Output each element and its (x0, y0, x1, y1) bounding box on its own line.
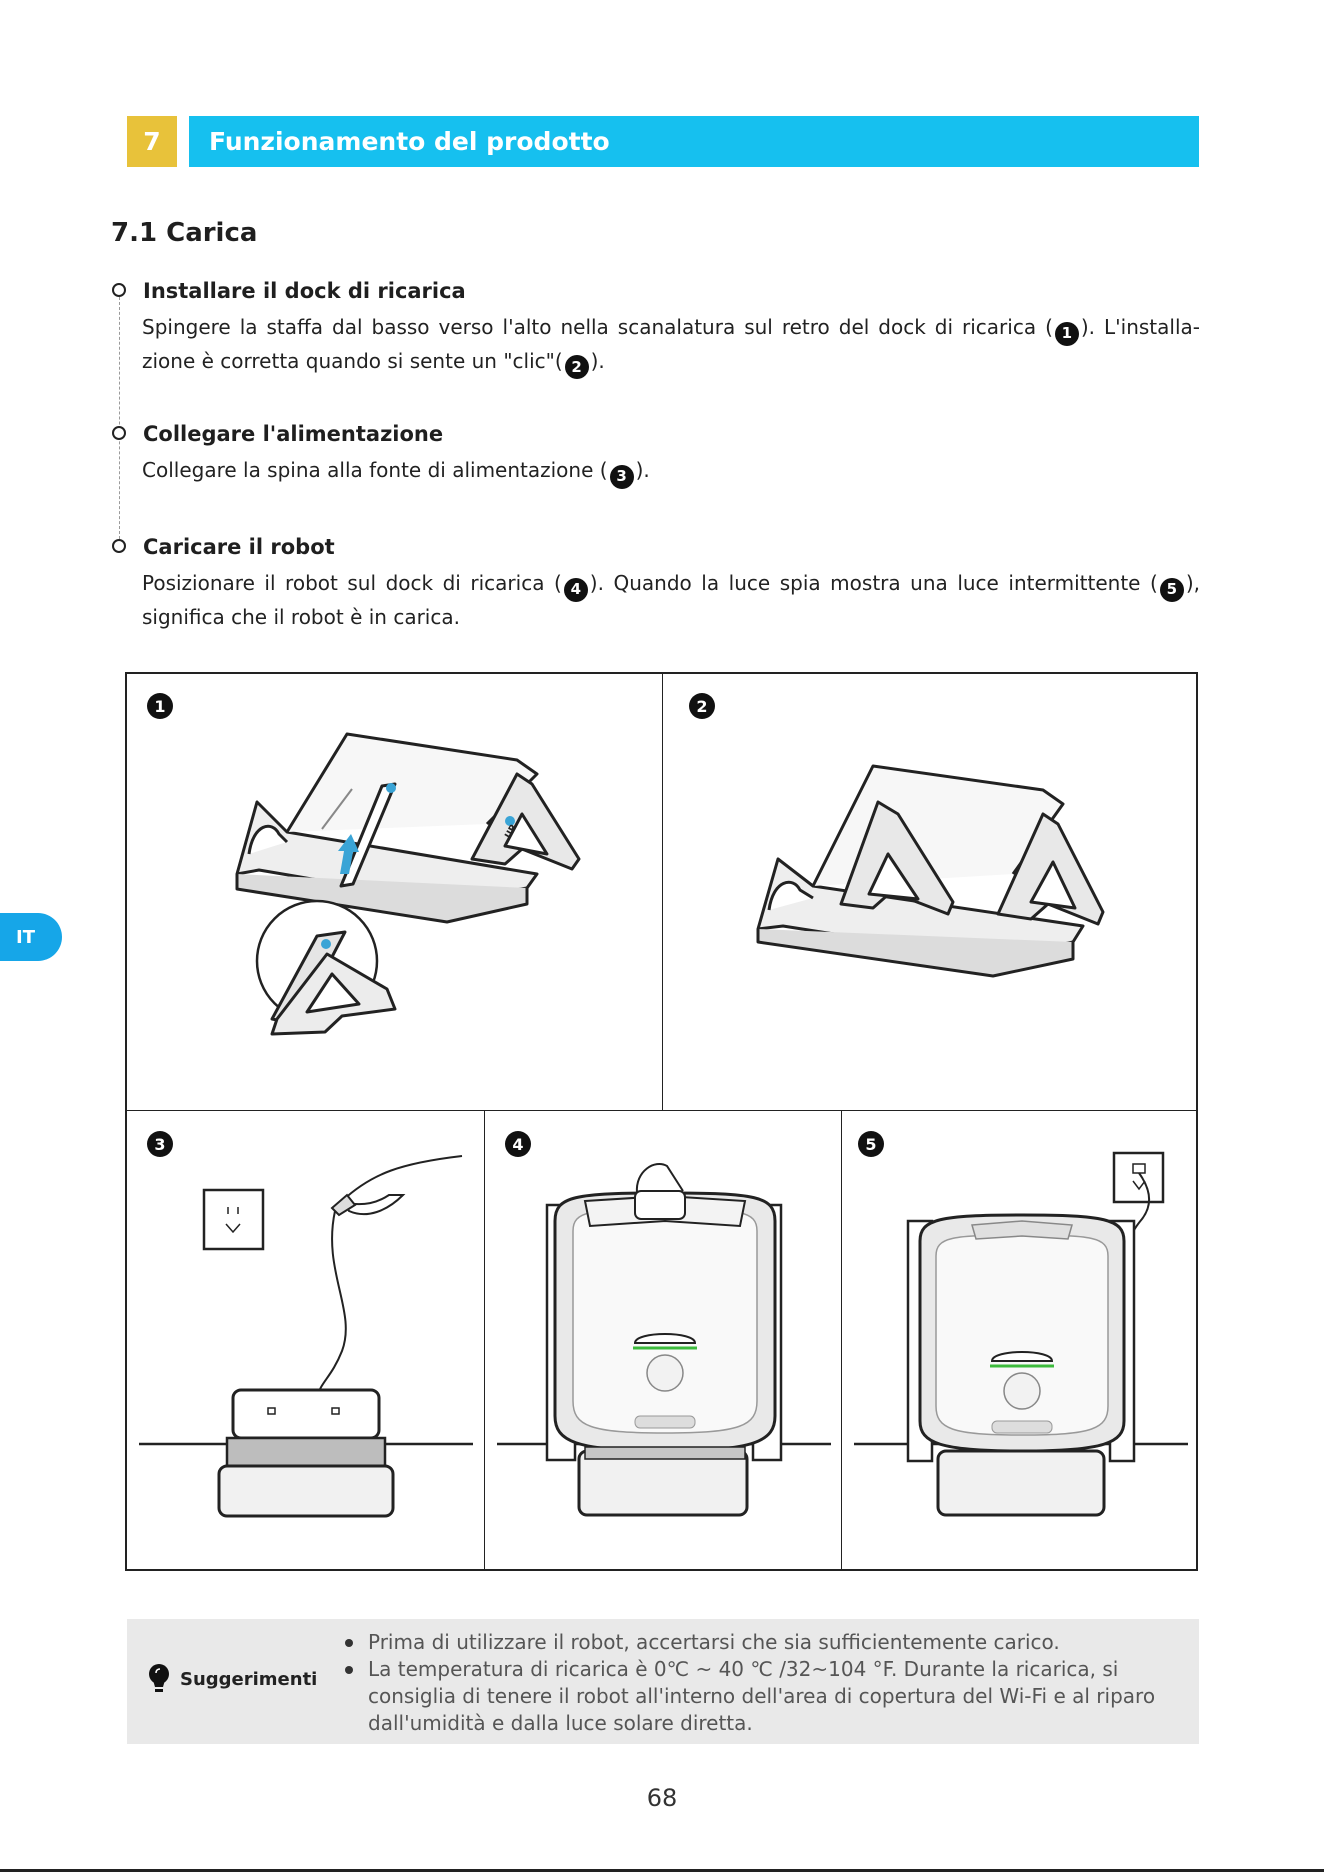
power-plug-illustration (139, 1155, 473, 1518)
ref-badge: 4 (563, 577, 588, 602)
section-title: 7.1 Carica (111, 218, 258, 248)
panel-badge: 3 (147, 1131, 173, 1157)
step-bullet-icon (112, 539, 126, 553)
tips-label: Suggerimenti (180, 1669, 318, 1690)
tips-box: Suggerimenti Prima di utilizzare il robo… (127, 1619, 1199, 1744)
tip-item: Prima di utilizzare il robot, accertarsi… (343, 1629, 1188, 1656)
step-title: Installare il dock di ricarica (143, 279, 466, 303)
panel-badge: 2 (689, 693, 715, 719)
panel-badge: 1 (147, 693, 173, 719)
step-body: Spingere la staffa dal basso verso l'alt… (142, 312, 1200, 379)
panel-badge: 5 (858, 1131, 884, 1157)
step-title: Caricare il robot (143, 535, 335, 559)
step-bullet-icon (112, 283, 126, 297)
language-tab: IT (0, 913, 62, 961)
chapter-number: 7 (127, 116, 177, 167)
step-body: Posizionare il robot sul dock di ricaric… (142, 571, 1200, 629)
tips-list: Prima di utilizzare il robot, accertarsi… (343, 1629, 1188, 1737)
panel-1-install-bracket: 1 UP (127, 674, 663, 1111)
ref-badge: 3 (609, 464, 634, 489)
ref-badge: 1 (1054, 321, 1079, 346)
panel-5-charging-indicator: 5 (842, 1111, 1198, 1571)
page-bottom-rule (0, 1869, 1324, 1872)
panel-2-bracket-installed: 2 (663, 674, 1198, 1111)
step-bullet-icon (112, 426, 126, 440)
steps-timeline (119, 292, 120, 544)
chapter-title: Funzionamento del prodotto (189, 116, 1199, 167)
chapter-header: 7 Funzionamento del prodotto (127, 116, 1199, 167)
robot-placement-illustration (497, 1163, 831, 1517)
step-title: Collegare l'alimentazione (143, 422, 444, 446)
ref-badge: 5 (1159, 577, 1184, 602)
step-body: Collegare la spina alla fonte di aliment… (142, 455, 1200, 489)
page-number: 68 (646, 1784, 678, 1812)
robot-charging-illustration (854, 1151, 1188, 1517)
ref-badge: 2 (564, 355, 589, 379)
lightbulb-icon (149, 1664, 169, 1692)
tip-item: La temperatura di ricarica è 0℃ ~ 40 ℃ /… (343, 1656, 1188, 1737)
dock-installed-illustration (756, 764, 1105, 978)
dock-bracket-illustration: UP (235, 732, 581, 1036)
panel-3-connect-power: 3 (127, 1111, 485, 1571)
panel-4-place-robot: 4 (485, 1111, 842, 1571)
panel-badge: 4 (505, 1131, 531, 1157)
illustration-grid: 1 UP 2 (125, 672, 1198, 1571)
